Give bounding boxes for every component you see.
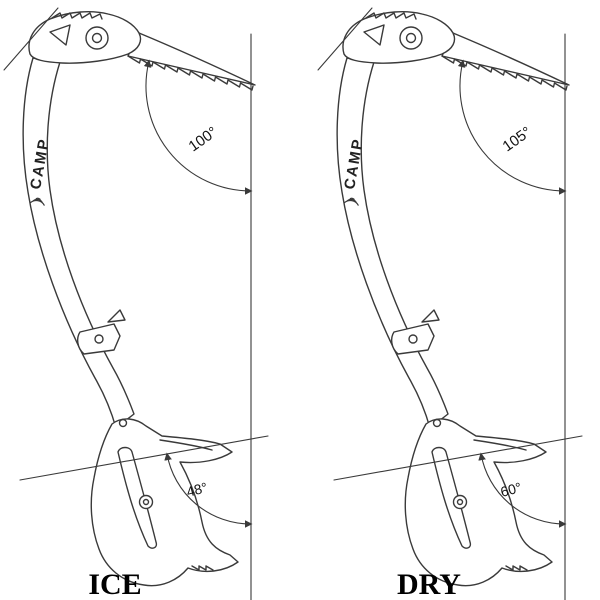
dry-tool-drawing: 105° 60° CAMP DRY: [300, 0, 600, 600]
dry-axe-art: [318, 8, 582, 600]
top-angle-label: 100°: [186, 124, 221, 156]
bottom-angle-label: 60°: [499, 479, 524, 500]
tool-name-label: ICE: [88, 568, 141, 600]
panel-ice: 100° 48° CAMP ICE: [0, 0, 300, 600]
ice-axe-art: [4, 8, 268, 600]
tool-name-label: DRY: [397, 568, 461, 600]
top-angle-label: 105°: [500, 124, 535, 156]
ice-tool-drawing: 100° 48° CAMP ICE: [0, 0, 300, 600]
bottom-angle-label: 48°: [185, 479, 210, 500]
dry-tool-art-group: 105° 60° CAMP DRY: [318, 8, 582, 600]
panel-dry: 105° 60° CAMP DRY: [300, 0, 600, 600]
